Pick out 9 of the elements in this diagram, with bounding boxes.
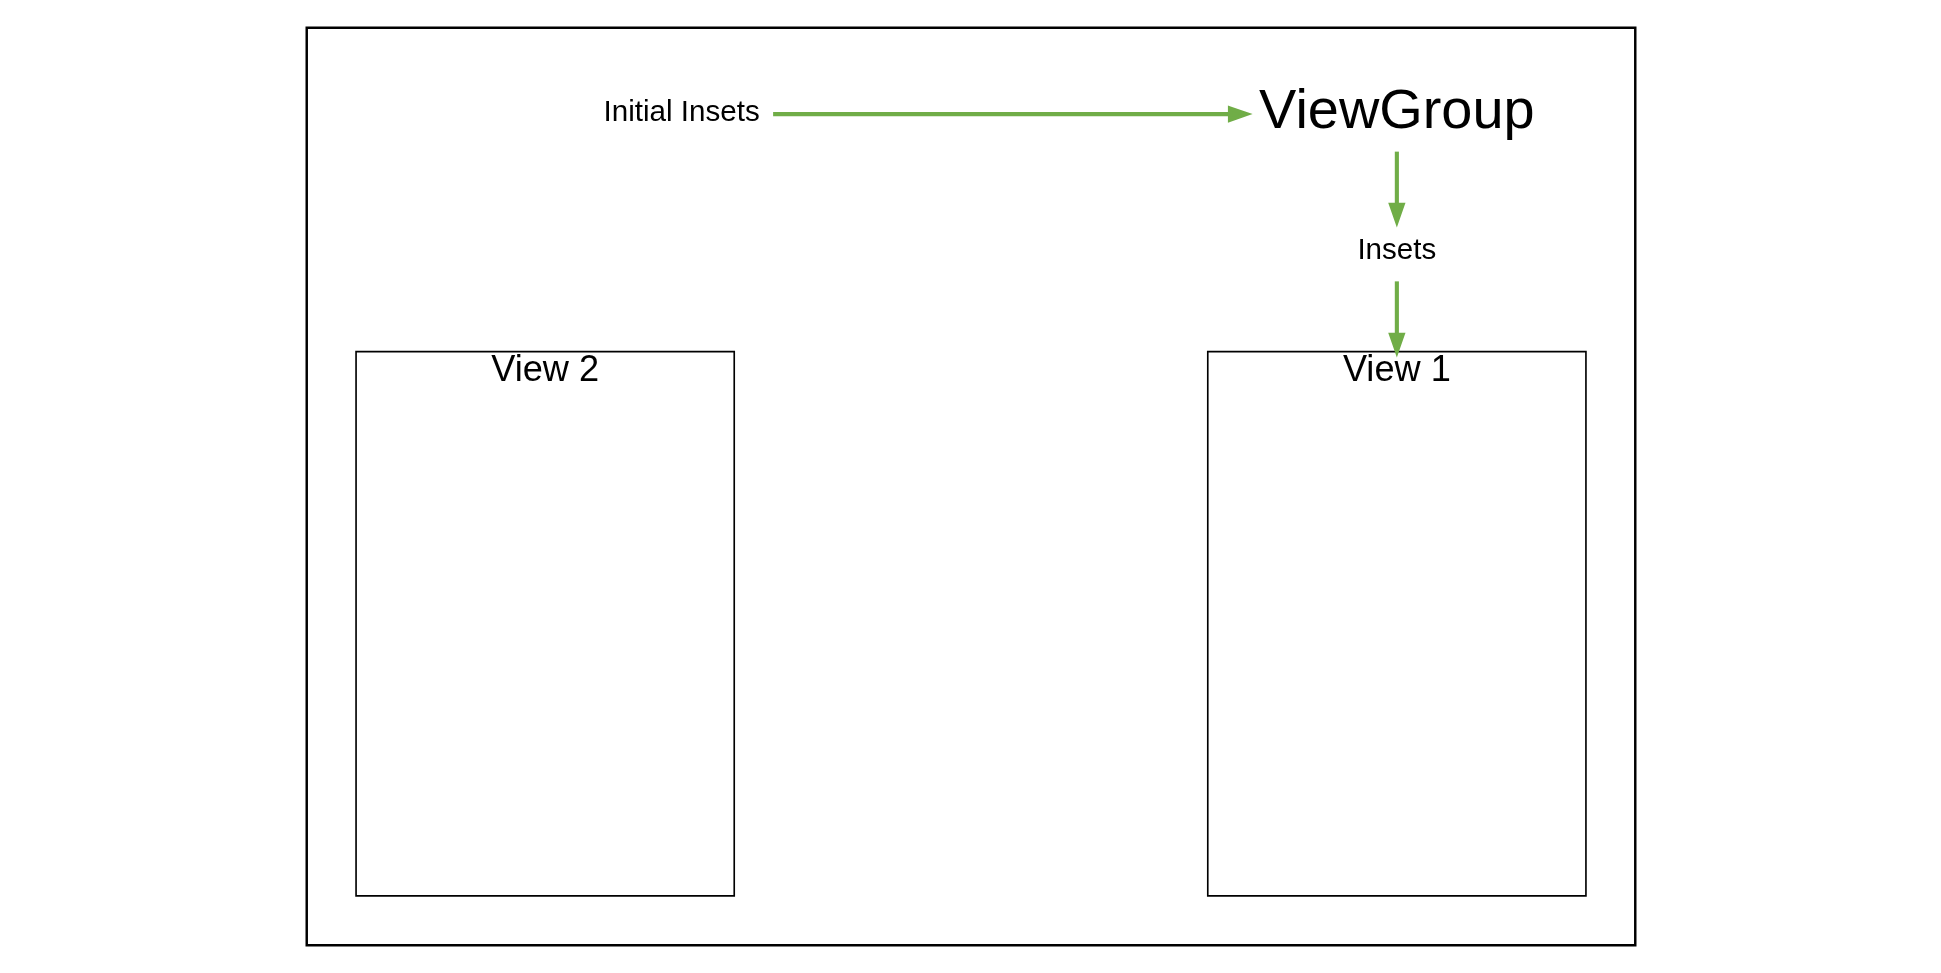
arrow [772,105,1253,123]
arrow [1387,151,1405,228]
node-text: Insets [1356,231,1436,265]
node-text: Initial Insets [603,94,760,128]
cluster [305,26,1636,947]
node-box: View 2 [354,350,735,897]
arrow [1387,281,1405,358]
node-text: ViewGroup [1258,77,1535,141]
node-box: View 1 [1206,350,1587,897]
